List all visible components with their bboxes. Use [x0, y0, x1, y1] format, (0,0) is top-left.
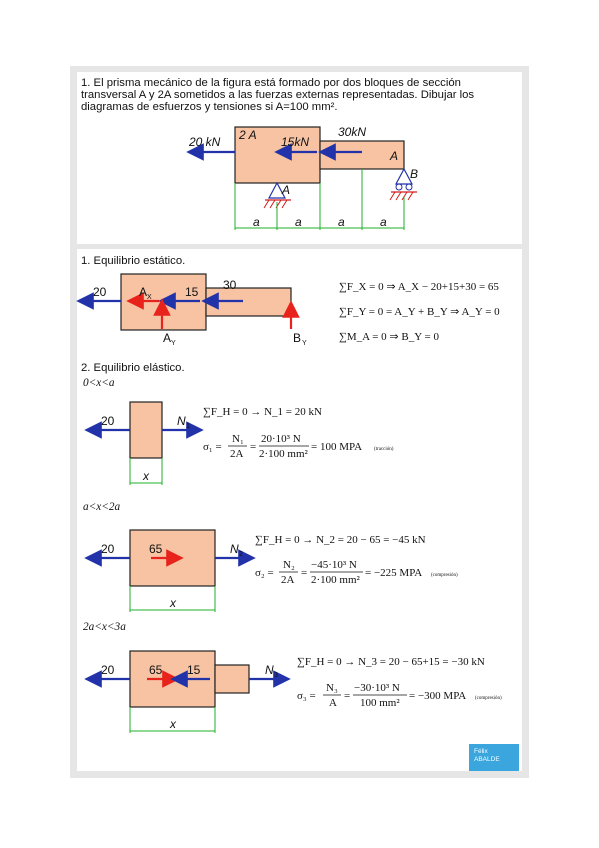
s1-eq2-den1: 2A	[230, 448, 244, 460]
section-3-range: 2a<x<3a	[83, 621, 126, 633]
dim-label-2: a	[295, 215, 302, 229]
s3-eq2-num2: −30·10³ N	[354, 682, 400, 694]
static-label-30: 30	[223, 278, 237, 292]
static-eq-3: ∑M_A = 0 ⇒ B_Y = 0	[339, 331, 439, 343]
s3-load-15: 15	[187, 663, 201, 677]
s2-eq2-eq: =	[301, 567, 307, 579]
s3-normal: N	[265, 663, 274, 677]
label-area-2a: 2 A	[238, 128, 257, 142]
s1-eq2-lhs: σ₁ =	[203, 441, 222, 453]
static-label-ay: A	[163, 331, 171, 345]
s1-eq2-res: = 100 MPA	[311, 441, 362, 453]
s2-eq2-lhs: σ₂ =	[255, 567, 274, 579]
section-2-figure	[84, 529, 256, 612]
section-3-figure	[84, 650, 291, 733]
statement-line-2: transversal A y 2A sometidos a las fuerz…	[81, 89, 475, 101]
label-area-a: A	[389, 149, 398, 163]
label-load-top: 30kN	[338, 125, 366, 139]
document-sheet: 1. El prisma mecánico de la figura está …	[70, 66, 529, 778]
dim-label-4: a	[380, 215, 387, 229]
section-1-figure	[84, 401, 204, 485]
static-eq-1: ∑F_X = 0 ⇒ A_X − 20+15+30 = 65	[339, 281, 499, 293]
solution-panel: 1. Equilibrio estático. 20 A X 15 30	[76, 249, 522, 771]
section-2-range: a<x<2a	[83, 501, 121, 513]
static-eq-2: ∑F_Y = 0 = A_Y + B_Y ⇒ A_Y = 0	[339, 306, 500, 318]
s3-eq2-den2: 100 mm²	[360, 697, 400, 709]
s1-eq2-num1: N₁	[232, 433, 244, 445]
s1-eq2-note: (tracción)	[374, 447, 394, 452]
ground-b-hatch	[389, 191, 414, 201]
s2-eq2-num1: N₂	[283, 559, 295, 571]
static-figure	[76, 273, 300, 331]
s1-normal-sub: 1	[186, 423, 190, 430]
static-label-by: B	[293, 331, 301, 345]
static-label-20: 20	[93, 285, 107, 299]
s2-normal-sub: 2	[239, 551, 243, 558]
s1-load-20: 20	[101, 414, 115, 428]
s1-eq1: ∑F_H = 0 → N_1 = 20 kN	[203, 406, 322, 418]
s2-normal: N	[230, 542, 239, 556]
roller-wheel-1	[395, 183, 403, 191]
pin-support-a	[268, 181, 286, 199]
statement-line-1: 1. El prisma mecánico de la figura está …	[81, 77, 461, 89]
label-support-a: A	[281, 183, 290, 197]
logo-line-1: Félix	[474, 748, 488, 755]
s3-load-20: 20	[101, 663, 115, 677]
s3-eq2-eq: =	[344, 690, 350, 702]
s2-eq2-den2: 2·100 mm²	[311, 574, 361, 586]
section-1-range: 0<x<a	[83, 377, 115, 389]
s3-eq2-den1: A	[329, 697, 337, 709]
s3-eq2-res: = −300 MPA	[409, 690, 466, 702]
static-label-ax-sub: X	[147, 294, 152, 301]
s1-eq2-num2: 20·10³ N	[261, 433, 301, 445]
label-support-b: B	[410, 167, 418, 181]
s2-eq2-note: (compresión)	[431, 573, 458, 578]
s3-eq1: ∑F_H = 0 → N_3 = 20 − 65+15 = −30 kN	[297, 656, 485, 668]
roller-wheel-2	[405, 183, 413, 191]
statement-line-3: diagramas de esfuerzos y tensiones si A=…	[81, 101, 338, 113]
s2-eq2-res: = −225 MPA	[365, 567, 422, 579]
s3-eq2-num1: N₃	[326, 682, 338, 694]
static-label-ax: A	[139, 285, 147, 299]
s2-load-65: 65	[149, 542, 163, 556]
roller-support-b	[395, 167, 413, 185]
elastic-heading: 2. Equilibrio elástico.	[81, 362, 185, 374]
s2-dim-x: x	[169, 596, 177, 610]
s1-dim-x: x	[142, 469, 150, 483]
static-label-15: 15	[185, 285, 199, 299]
author-logo: Félix ABALDE	[469, 744, 519, 771]
s1-eq2-eq: =	[250, 441, 256, 453]
solution-figures: 20 A X 15 30 A Y B Y ∑F_X = 0 ⇒ A_X − 20…	[76, 273, 502, 733]
dim-label-1: a	[253, 215, 260, 229]
s1-normal: N	[177, 414, 186, 428]
s1-eq2-den2: 2·100 mm²	[259, 448, 309, 460]
s3-eq2-note: (compresión)	[475, 696, 502, 701]
s3-normal-sub: 3	[274, 672, 278, 679]
problem-panel: 1. El prisma mecánico de la figura está …	[77, 72, 522, 244]
s3-load-65: 65	[149, 663, 163, 677]
static-label-by-sub: Y	[302, 340, 307, 347]
s2-load-20: 20	[101, 542, 115, 556]
static-heading: 1. Equilibrio estático.	[81, 255, 186, 267]
s2-eq2-num2: −45·10³ N	[311, 559, 357, 571]
dimension-lines	[234, 169, 405, 230]
label-load-left: 20 kN	[188, 135, 221, 149]
label-load-mid: 15kN	[281, 135, 309, 149]
s3-eq2-lhs: σ₃ =	[297, 690, 316, 702]
ground-a-hatch	[263, 199, 288, 209]
problem-figure: 20 kN 2 A 15kN 30kN A A B a a a a	[186, 125, 418, 230]
dim-label-3: a	[338, 215, 345, 229]
s3-dim-x: x	[169, 717, 177, 731]
logo-line-2: ABALDE	[474, 756, 500, 763]
s2-eq2-den1: 2A	[281, 574, 295, 586]
static-label-ay-sub: Y	[171, 340, 176, 347]
s2-eq1: ∑F_H = 0 → N_2 = 20 − 65 = −45 kN	[255, 534, 426, 546]
